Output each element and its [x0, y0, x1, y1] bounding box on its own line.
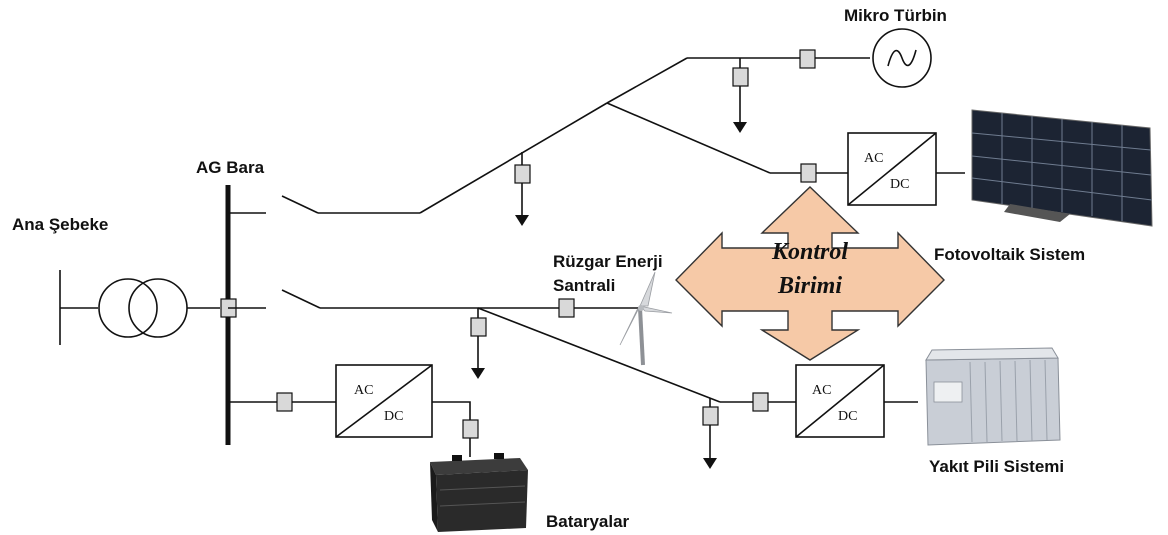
- battery-converter-line: [432, 401, 471, 420]
- upper-load-breaker: [514, 164, 531, 184]
- upper-feeder-diagonal: [419, 102, 608, 214]
- transformer-icon: [98, 278, 188, 338]
- middle-switch: [281, 289, 321, 309]
- battery-converter-ac: AC: [354, 383, 373, 398]
- control-unit-label-line1: Kontrol: [771, 239, 848, 265]
- control-unit-label-line2: Birimi: [777, 273, 842, 299]
- label-bataryalar: Bataryalar: [546, 512, 630, 531]
- battery-icon: [430, 453, 528, 532]
- label-ana-sebeke: Ana Şebeke: [12, 215, 108, 234]
- pv-branch-diagonal: [606, 102, 771, 174]
- battery-breaker: [276, 392, 293, 412]
- pv-converter-dc: DC: [890, 177, 909, 192]
- turbine-branch-diagonal: [606, 57, 688, 104]
- pv-converter: AC DC: [847, 132, 937, 206]
- turbine-breaker: [799, 49, 816, 69]
- fuelcell-load-arrow: [703, 458, 717, 469]
- label-ag-bara: AG Bara: [196, 158, 265, 177]
- fuelcell-breaker: [752, 392, 769, 412]
- upper-switch: [281, 195, 319, 214]
- label-ruzgar-line1: Rüzgar Enerji: [553, 252, 663, 271]
- middle-load-arrow: [471, 368, 485, 379]
- pv-converter-ac: AC: [864, 151, 883, 166]
- turbine-load-arrow: [733, 122, 747, 133]
- fuel-cell-icon: [925, 347, 1061, 446]
- control-unit-arrow: [675, 186, 945, 361]
- battery-dc-breaker: [462, 419, 479, 439]
- fuelcell-converter: AC DC: [795, 364, 885, 438]
- fuelcell-converter-ac: AC: [812, 383, 831, 398]
- fuelcell-converter-dc: DC: [838, 409, 857, 424]
- wind-turbine-icon: [619, 271, 673, 366]
- pv-breaker: [800, 163, 817, 183]
- battery-converter: AC DC: [335, 364, 433, 438]
- micro-turbine-icon: [872, 28, 932, 88]
- fuelcell-branch-diagonal: [477, 307, 721, 403]
- upper-load-arrow: [515, 215, 529, 226]
- turbine-load-breaker: [732, 67, 749, 87]
- middle-load-breaker: [470, 317, 487, 337]
- label-fotovoltaik: Fotovoltaik Sistem: [934, 245, 1085, 264]
- label-mikro-turbin: Mikro Türbin: [844, 6, 947, 25]
- wind-breaker: [558, 298, 575, 318]
- fuelcell-load-breaker: [702, 406, 719, 426]
- battery-converter-dc: DC: [384, 409, 403, 424]
- solar-panel-icon: [971, 109, 1153, 227]
- label-yakit-pili: Yakıt Pili Sistemi: [929, 457, 1064, 476]
- label-ruzgar-line2: Santrali: [553, 276, 615, 295]
